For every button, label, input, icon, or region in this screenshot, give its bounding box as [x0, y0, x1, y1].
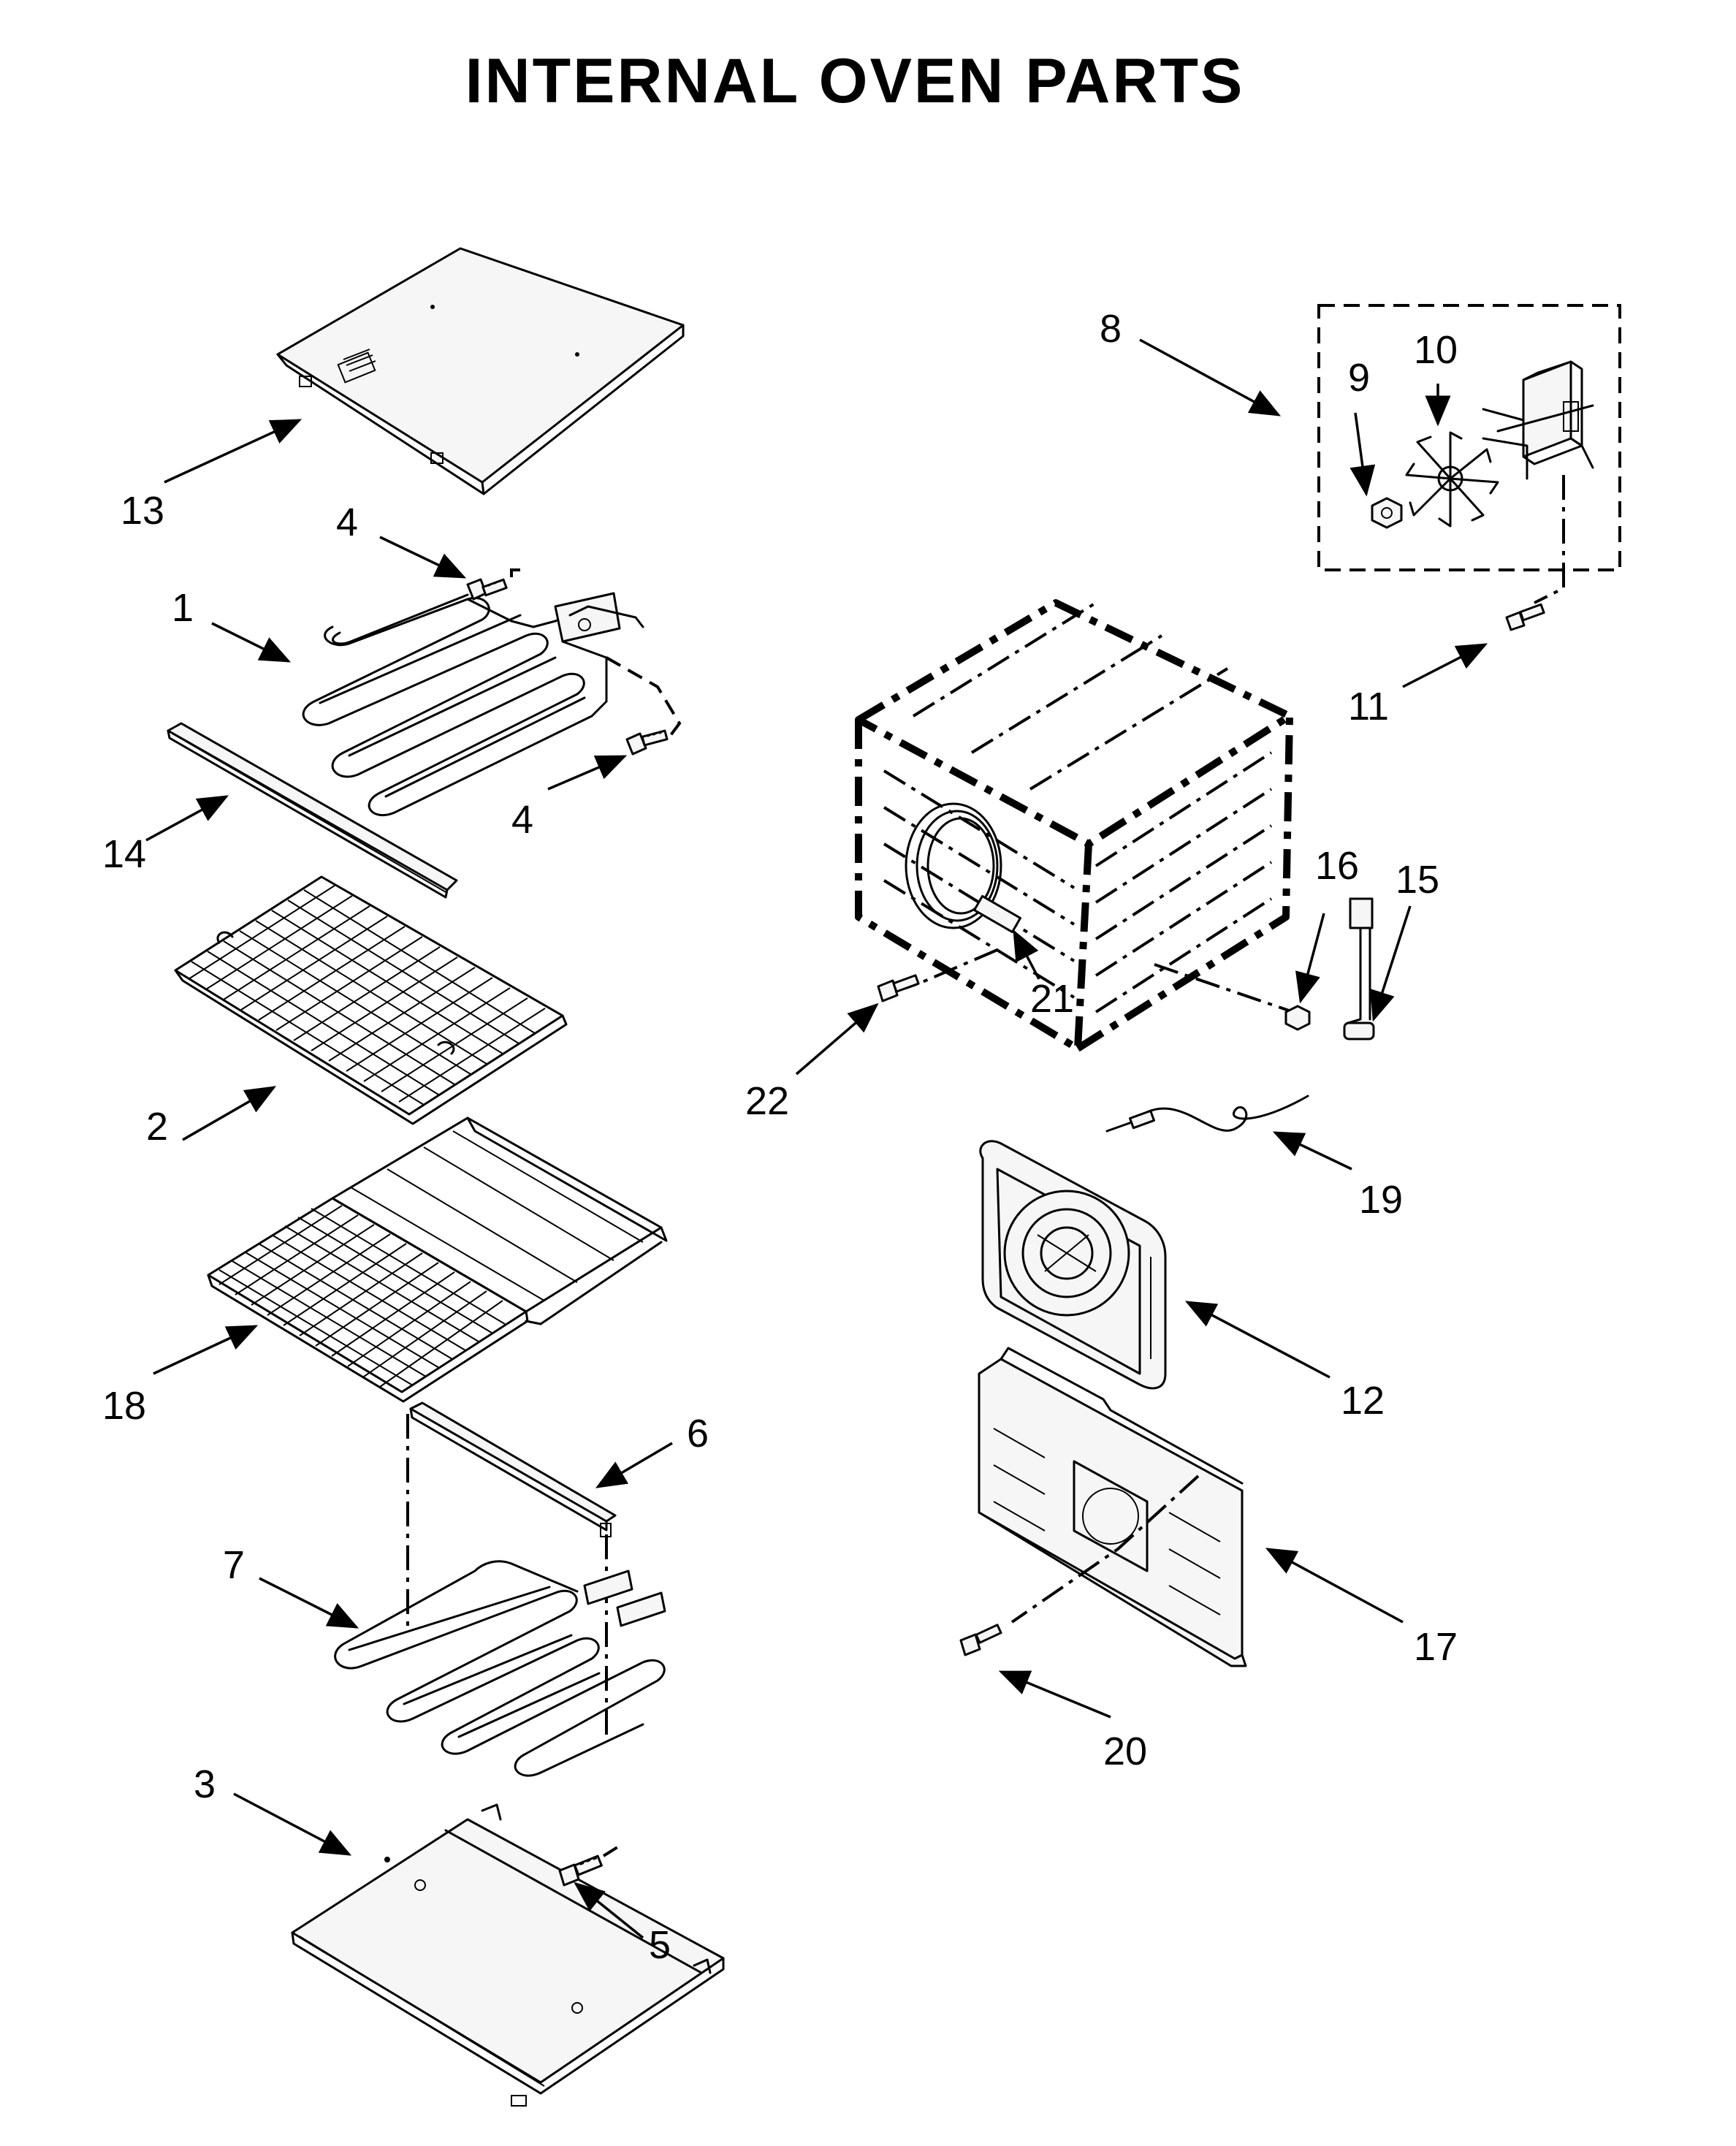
part-16-nut[interactable]: [1284, 1005, 1311, 1031]
callout-18: 18: [102, 1384, 146, 1428]
part-18-sliding-rack[interactable]: [207, 1116, 668, 1403]
callout-16: 16: [1315, 844, 1359, 888]
callout-21: 21: [1030, 977, 1074, 1021]
callout-15: 15: [1396, 858, 1439, 902]
part-14-rail[interactable]: [167, 722, 458, 899]
part-11-screw[interactable]: [1505, 603, 1545, 631]
part-1-bake-element[interactable]: [302, 592, 644, 817]
oven-cavity-frame[interactable]: [855, 599, 1293, 1052]
part-10-fan-blade[interactable]: [1405, 431, 1499, 528]
part-8-fan-assembly-box[interactable]: [1317, 304, 1621, 571]
callout-14: 14: [102, 832, 146, 876]
screw-alignment-line: [510, 568, 682, 739]
callout-7: 7: [223, 1543, 245, 1587]
part-22-screw[interactable]: [877, 974, 920, 1002]
callout-19: 19: [1359, 1178, 1403, 1222]
part-9-nut[interactable]: [1371, 497, 1403, 529]
callout-5: 5: [649, 1923, 671, 1967]
sensor-line: [1154, 963, 1294, 1013]
part-15-sensor-bracket[interactable]: [1343, 897, 1375, 1040]
part-3-bottom-panel[interactable]: [291, 1803, 725, 2107]
callout-4-upper: 4: [336, 501, 358, 544]
callout-2: 2: [146, 1105, 168, 1149]
part-5-screw[interactable]: [558, 1843, 623, 1887]
callout-10: 10: [1414, 328, 1458, 372]
part-7-broil-element[interactable]: [334, 1560, 666, 1777]
callout-8: 8: [1100, 307, 1122, 351]
part-6-element-shield[interactable]: [409, 1401, 617, 1537]
part-13-top-cover[interactable]: [276, 247, 685, 495]
callout-3: 3: [194, 1762, 216, 1806]
callout-12: 12: [1341, 1379, 1385, 1423]
leader-lines: [145, 338, 1488, 1939]
back-panel-screw-line: [1010, 1475, 1200, 1624]
callout-1: 1: [172, 586, 194, 630]
callout-9: 9: [1348, 356, 1370, 400]
part-21-convection-element[interactable]: [905, 802, 1021, 934]
motor-screw-line: [1534, 475, 1565, 604]
fan-motor[interactable]: [1482, 360, 1594, 480]
page-title: INTERNAL OVEN PARTS: [465, 46, 1245, 116]
callout-20: 20: [1103, 1730, 1147, 1773]
callout-13: 13: [121, 489, 164, 533]
part-17-back-panel[interactable]: [978, 1347, 1247, 1667]
part-4-screw-upper[interactable]: [466, 578, 508, 601]
callout-labels: 13 4 1 4 14 2 18 6 7 3 5 8 9 10 11 21 22…: [102, 307, 1458, 1967]
callout-11: 11: [1348, 685, 1389, 728]
callout-22: 22: [745, 1079, 789, 1123]
part-12-fan-cover[interactable]: [979, 1140, 1167, 1390]
part-19-temperature-sensor[interactable]: [1105, 1095, 1309, 1133]
part-20-screw[interactable]: [959, 1624, 1002, 1656]
callout-17: 17: [1414, 1625, 1458, 1669]
callout-4-lower: 4: [511, 798, 533, 842]
callout-6: 6: [687, 1412, 709, 1456]
part-2-oven-rack[interactable]: [174, 875, 568, 1125]
part-4-screw-lower[interactable]: [625, 729, 669, 756]
